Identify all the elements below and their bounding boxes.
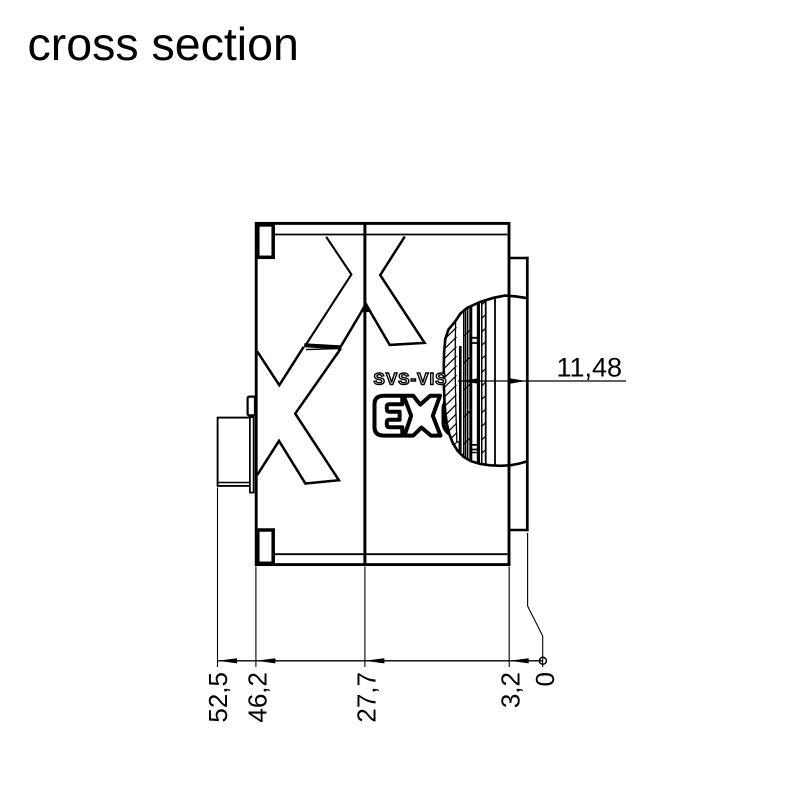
svg-text:27,7: 27,7: [352, 672, 382, 723]
svg-text:11,48: 11,48: [557, 353, 623, 383]
svg-text:SVS-VIS: SVS-VIS: [374, 370, 448, 389]
svg-text:46,2: 46,2: [243, 672, 273, 723]
svg-text:3,2: 3,2: [496, 672, 526, 708]
svg-text:0: 0: [530, 672, 560, 686]
svg-text:52,5: 52,5: [203, 672, 233, 723]
svg-text:cross section: cross section: [28, 18, 299, 70]
